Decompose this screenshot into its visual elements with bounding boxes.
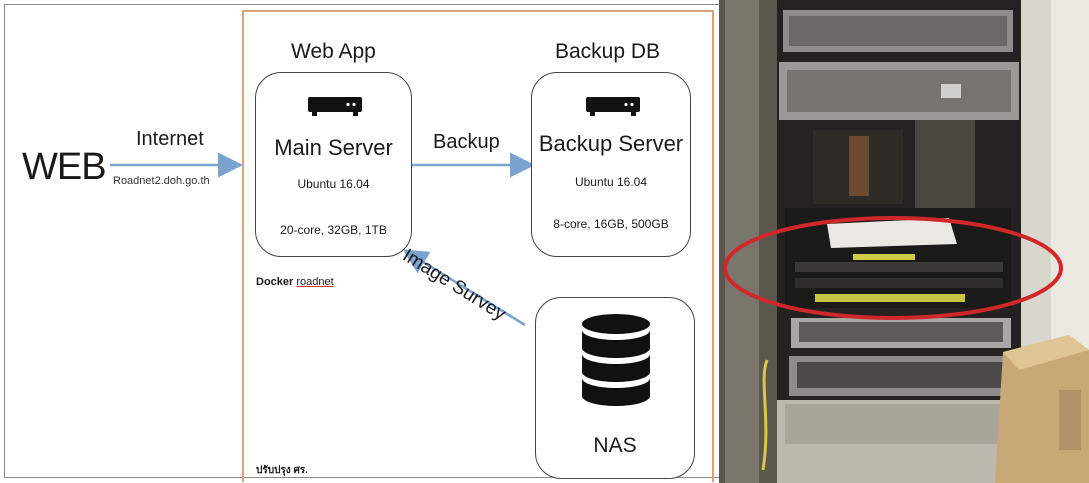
footer-note: ปรับปรุง ศร. [256, 465, 308, 476]
nas-box: NAS [535, 297, 695, 479]
docker-link: roadnet [296, 276, 334, 288]
web-label: WEB [22, 146, 107, 188]
backup-server-name: Backup Server [538, 131, 684, 156]
main-server-os: Ubuntu 16.04 [297, 177, 370, 191]
docker-label: Docker roadnet [256, 276, 334, 288]
main-server-specs: 20-core, 32GB, 1TB [280, 223, 387, 237]
highlight-ellipse [723, 216, 1063, 320]
backup-server-icon [586, 97, 640, 116]
main-server-name: Main Server [274, 135, 393, 160]
backup-arrow-label: Backup [433, 131, 500, 153]
backup-db-title: Backup DB [555, 40, 661, 63]
internet-label: Internet [136, 128, 204, 150]
image-survey-arrow [402, 249, 526, 327]
url-label: Roadnet2.doh.go.th [113, 175, 210, 187]
server-rack-photo [719, 0, 1089, 483]
docker-bold: Docker [256, 276, 294, 288]
backup-server-os: Ubuntu 16.04 [574, 175, 648, 189]
nas-label: NAS [593, 434, 637, 457]
webapp-title: Web App [291, 40, 376, 63]
backup-server-box: Backup Server Ubuntu 16.04 8-core, 16GB,… [531, 72, 691, 257]
main-server-box: Main Server Ubuntu 16.04 20-core, 32GB, … [255, 72, 412, 257]
database-icon [582, 314, 650, 406]
architecture-panel [242, 10, 714, 482]
server-icon [308, 97, 362, 116]
backup-server-specs: 8-core, 16GB, 500GB [553, 217, 669, 231]
